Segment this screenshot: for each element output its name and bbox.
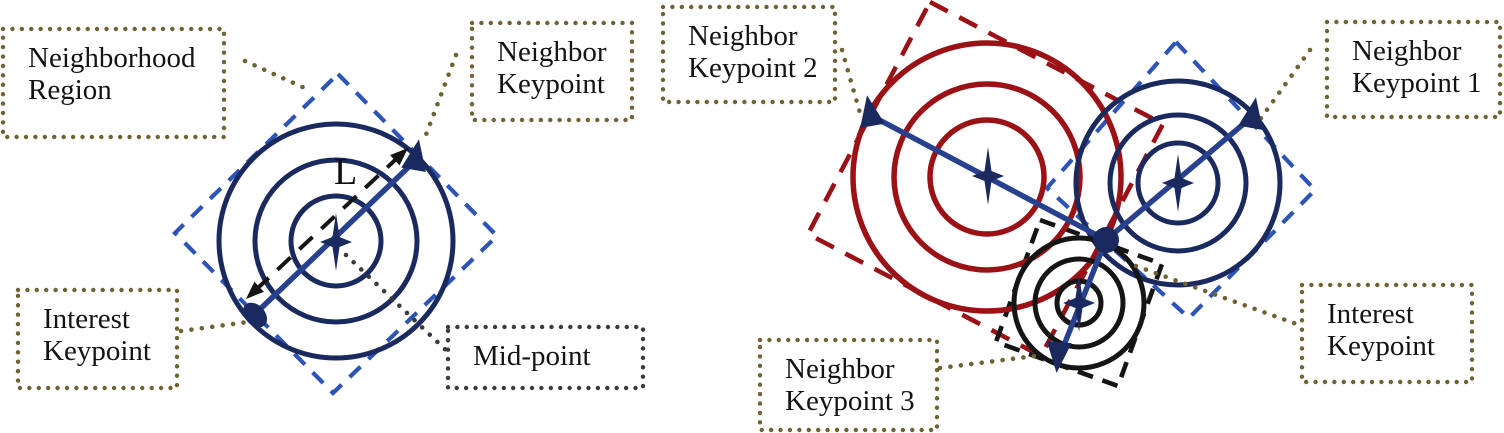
- neighbor-keypoint-3-pointer-dotted-line: [937, 353, 1038, 371]
- neighbor-keypoint-3-box-border: [757, 337, 940, 433]
- mid-point-box-border: [445, 324, 646, 391]
- label-text: Mid-point: [473, 340, 591, 372]
- neighbor-keypoint-box-border: [469, 20, 635, 123]
- label-text: Keypoint: [43, 334, 151, 367]
- neighbor-keypoint-pointer-dotted-line: [421, 52, 459, 143]
- label-neighborhood-region: Neighborhood Region: [3, 29, 224, 137]
- nk2-neighborhood-circle: [927, 117, 1047, 237]
- label-text: Neighbor: [785, 353, 895, 385]
- distance-arrow-line: [254, 155, 400, 292]
- label-text: Interest: [43, 303, 130, 335]
- label-text: Keypoint 1: [1352, 66, 1482, 99]
- label-neighbor-keypoint-1: Neighbor Keypoint 1: [1327, 22, 1500, 117]
- label-interest-keypoint-right: Interest Keypoint: [1302, 285, 1472, 382]
- interest-keypoint-left-box-border: [15, 287, 180, 391]
- label-text: Keypoint: [1327, 329, 1435, 362]
- distance-arrow-head: [246, 281, 264, 299]
- interest-keypoint-pointer-right-dotted-line: [1133, 263, 1305, 329]
- label-text: Region: [28, 73, 112, 106]
- interest-keypoint-pointer-left-dotted-line: [178, 319, 251, 334]
- label-neighbor-keypoint-2: Neighbor Keypoint 2: [663, 7, 835, 102]
- distance-label-L: L: [334, 151, 358, 193]
- label-text: Interest: [1327, 298, 1414, 330]
- label-neighbor-keypoint: Neighbor Keypoint: [472, 23, 632, 120]
- neighbor-keypoint-1-pointer-dotted-line: [1253, 47, 1313, 128]
- neighborhood-region-box-border: [0, 26, 227, 140]
- label-text: Keypoint 3: [785, 384, 915, 417]
- mid-point-pointer-dotted-line: [343, 252, 451, 355]
- label-text: Neighbor: [1352, 35, 1462, 67]
- neighbor-keypoint-1-box-border: [1324, 19, 1503, 120]
- left-neighborhood-circle: [288, 193, 384, 289]
- mid-point-star-nk3: [1063, 274, 1095, 332]
- mid-point-star-nk2: [972, 147, 1004, 205]
- neighbor-keypoint-marker-left: [401, 139, 426, 172]
- label-text: Neighborhood: [28, 42, 196, 74]
- label-interest-keypoint-left: Interest Keypoint: [18, 290, 177, 388]
- label-text: Keypoint: [497, 67, 605, 100]
- interest-keypoint-marker-right: [1093, 227, 1119, 253]
- mid-point-star-left: [320, 213, 352, 271]
- label-text: Keypoint 2: [688, 51, 818, 84]
- nk1-neighborhood-circle: [1073, 78, 1283, 288]
- left-neighborhood-circle: [252, 157, 420, 325]
- neighbor-keypoint-1-marker: [1238, 97, 1263, 130]
- neighbor-keypoint-3-marker: [1046, 340, 1072, 373]
- nk3-neighborhood-circle: [1011, 235, 1147, 371]
- nk2-neighborhood-circle: [850, 40, 1124, 314]
- label-neighbor-keypoint-3: Neighbor Keypoint 3: [760, 340, 937, 430]
- left-neighborhood-circle: [216, 121, 456, 361]
- neighbor-keypoint-2-marker: [860, 95, 885, 128]
- nk2-neighborhood-circle: [891, 81, 1083, 273]
- nk1-neighborhood-circle: [1135, 140, 1221, 226]
- label-text: Neighbor: [688, 20, 798, 52]
- mid-point-star-nk1: [1162, 154, 1194, 212]
- nk3-neighborhood-region-square: [993, 217, 1165, 389]
- neighborhood-region-pointer-dotted-line: [242, 58, 312, 93]
- nk3-neighborhood-circle: [1032, 256, 1126, 350]
- label-text: Neighbor: [497, 36, 607, 68]
- neighbor-keypoint-2-pointer-dotted-line: [839, 47, 865, 123]
- interest-keypoint-right-box-border: [1299, 282, 1475, 385]
- distance-arrow-head: [390, 148, 408, 166]
- nk1-neighborhood-circle: [1107, 112, 1249, 254]
- label-mid-point: Mid-point: [448, 327, 643, 388]
- left-neighborhood-region-square: [172, 71, 500, 396]
- neighbor-keypoint-2-box-border: [660, 4, 838, 105]
- interest-keypoint-marker-left: [242, 302, 268, 328]
